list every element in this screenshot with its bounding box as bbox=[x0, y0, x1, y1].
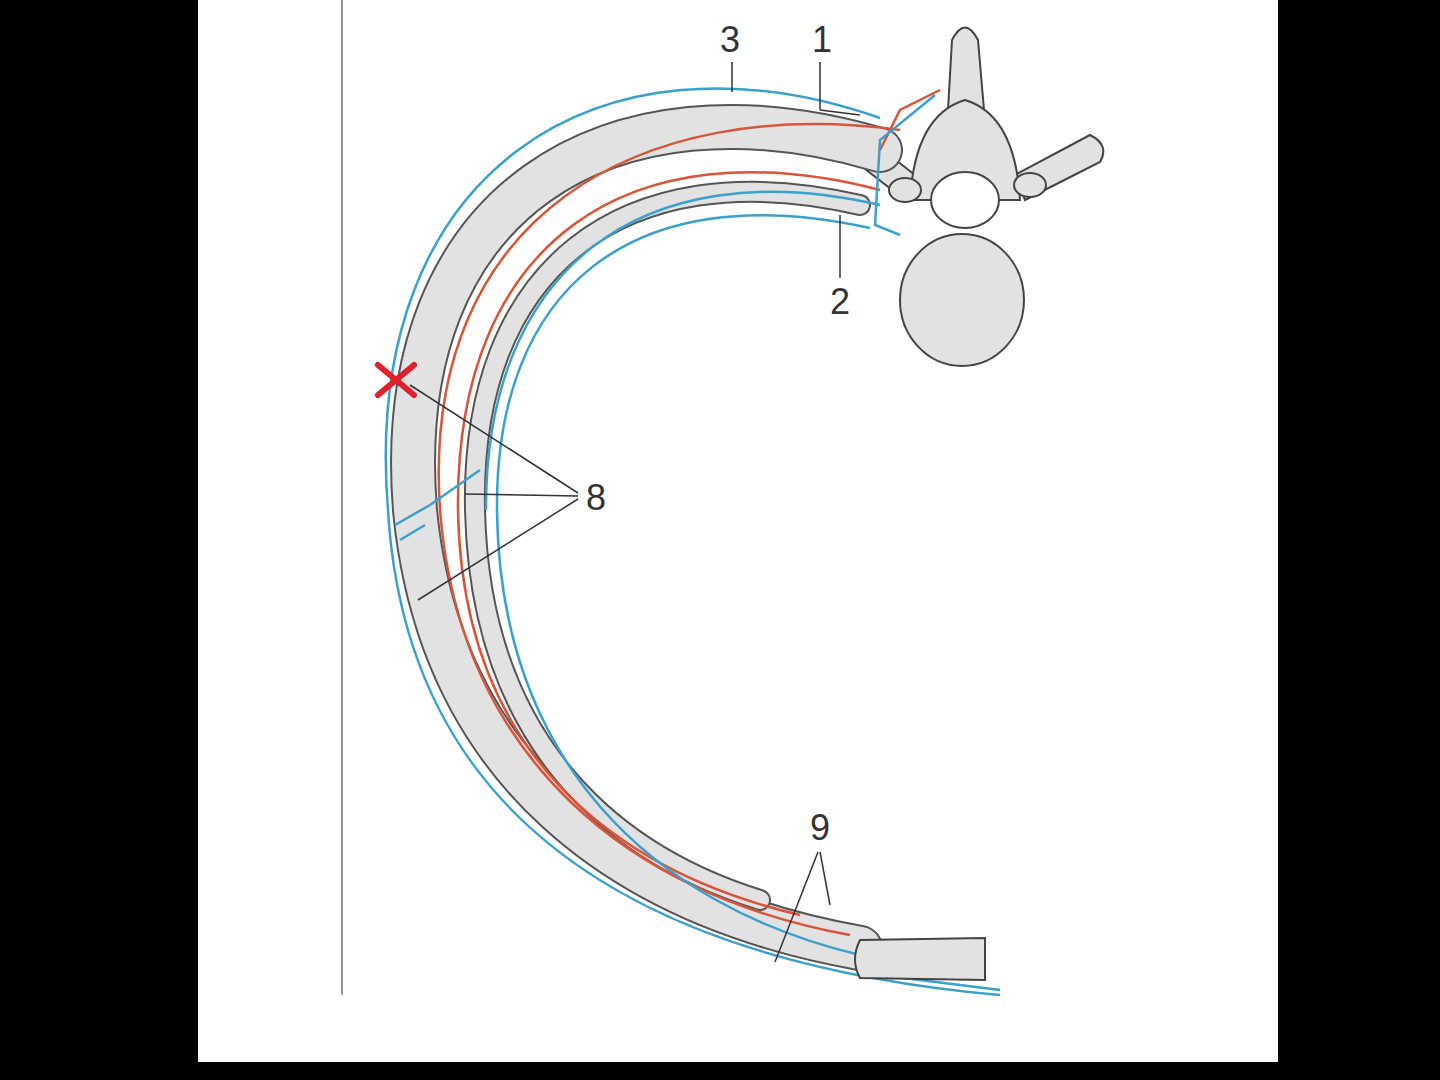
callout-number: 3 bbox=[718, 22, 742, 58]
callout-number: 9 bbox=[808, 810, 832, 846]
callout-number: 8 bbox=[584, 480, 608, 516]
callout-number: 2 bbox=[828, 284, 852, 320]
callout-number: 1 bbox=[810, 22, 834, 58]
